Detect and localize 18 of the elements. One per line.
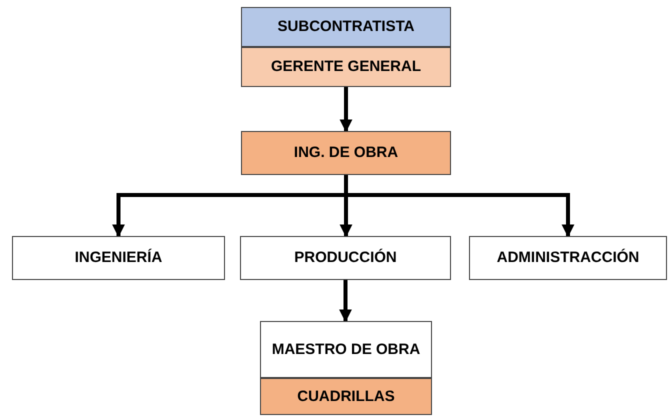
- org-box: [241, 47, 451, 87]
- arrow: [339, 280, 352, 322]
- box-label: GERENTE GENERAL: [270, 57, 422, 77]
- org-box: [260, 378, 432, 415]
- box-label: INGENIERÍA: [74, 248, 164, 268]
- org-box: [241, 131, 451, 175]
- org-box: [241, 7, 451, 47]
- box-label: ADMINISTRACCIÓN: [496, 248, 640, 268]
- box-label: MAESTRO DE OBRA: [270, 340, 422, 360]
- org-box: [240, 236, 451, 280]
- org-box: [260, 321, 432, 378]
- box-label: CUADRILLAS: [296, 386, 396, 406]
- org-box: [469, 236, 667, 280]
- box-label: PRODUCCIÓN: [293, 248, 398, 268]
- box-label: SUBCONTRATISTA: [276, 17, 416, 37]
- box-label: ING. DE OBRA: [292, 143, 400, 163]
- arrow: [340, 87, 352, 132]
- org-box: [12, 236, 225, 280]
